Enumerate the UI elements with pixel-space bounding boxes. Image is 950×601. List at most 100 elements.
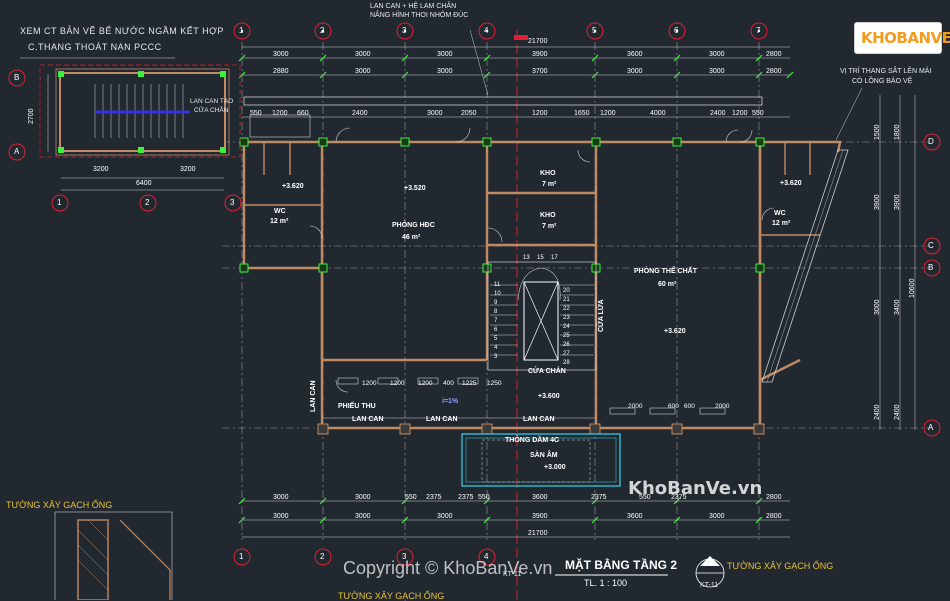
dim-bottom-row1: 3000 [355, 494, 371, 501]
mini-plan-outline [55, 68, 230, 156]
dimension-lines-bottom [242, 95, 916, 538]
room-phong-hdc: PHÒNG HĐC [392, 222, 435, 229]
dim-top-row3: 2400 [352, 110, 368, 117]
dim-top-row3: 2050 [461, 110, 477, 117]
stair-num-right: 21 [563, 297, 570, 303]
dim-top-row3: 3000 [427, 110, 443, 117]
axis-top-4: 4 [484, 26, 489, 35]
axis-top-3: 3 [402, 26, 407, 35]
dim-bottom-row2: 2800 [766, 513, 782, 520]
room-wc-right: WC [774, 210, 786, 217]
dim-right-outer: 3000 [874, 299, 881, 315]
stair-num-left: 10 [494, 291, 501, 297]
dim-bottom-row1: 2375 [426, 494, 442, 501]
axis-bottom-2: 2 [320, 552, 325, 561]
stair-void [523, 281, 559, 361]
stair-num-right: 27 [563, 351, 570, 357]
axis-top-7: 7 [756, 26, 761, 35]
stair-num-left: 11 [494, 282, 501, 288]
wall-detail-slope [119, 519, 171, 600]
dim-bottom-row2: 3000 [355, 513, 371, 520]
axis-top-6: 6 [674, 26, 679, 35]
stair-num-left: 8 [494, 309, 498, 315]
top-balcony-rail [243, 96, 763, 106]
balcony-cyan-inner [465, 437, 617, 483]
label-lan-can-1: LAN CAN [352, 416, 384, 423]
level-6: +3.620 [664, 328, 686, 335]
stair-landing-curve [517, 267, 561, 301]
level-4: +3.600 [538, 393, 560, 400]
mini-plan-frame [39, 64, 241, 158]
stair-num-top: 15 [537, 255, 544, 261]
room-kho-2: KHO [540, 212, 556, 219]
axis-bottom-3: 3 [402, 552, 407, 561]
axis-bubble-dots [240, 29, 761, 33]
dim-right-inner: 3900 [894, 194, 901, 210]
stair-num-left: 5 [494, 336, 498, 342]
label-lan-can-2: LAN CAN [426, 416, 458, 423]
dim-top-row3: 550 [752, 110, 764, 117]
axis-mini-A: A [14, 147, 20, 156]
wall-label-bottom: TƯỜNG XÂY GẠCH ỐNG [338, 591, 445, 601]
level-5: +3.000 [544, 464, 566, 471]
dim-bottom-row1: 2800 [766, 494, 782, 501]
room-cua-chan: CỬA CHẮN [528, 368, 566, 375]
stair-num-right: 23 [563, 315, 570, 321]
columns-bottom [317, 423, 765, 435]
dim-bottom-row2: 3900 [532, 513, 548, 520]
windows [249, 114, 726, 415]
balcony-slab [481, 439, 591, 483]
dim-bottom-row1: 3000 [273, 494, 289, 501]
dim-mini-total: 6400 [136, 180, 152, 187]
axis-mini-B: B [14, 73, 20, 82]
section-mark-number: 2 [707, 561, 711, 568]
level-2: +3.520 [404, 185, 426, 192]
dim-inner-h: 1200 [362, 380, 377, 387]
stair-num-left: 7 [494, 318, 498, 324]
dim-top-total: 21700 [528, 38, 548, 45]
dim-inner-h: 400 [443, 380, 454, 387]
axis-mini-bottom-3: 3 [230, 198, 235, 207]
axis-top-5: 5 [592, 26, 597, 35]
room-thong-dam: THÔNG DẦM 4C [505, 437, 560, 444]
wc-walls [244, 142, 820, 236]
dim-right-total: 10600 [909, 278, 916, 298]
dim-bottom-row1: 2375 [671, 494, 687, 501]
slanted-wall [761, 149, 849, 383]
watermark-copyright: Copyright © KhoBanVe.vn [343, 558, 553, 578]
top-red-tag [514, 35, 528, 40]
dim-inner-h: 1250 [487, 380, 502, 387]
room-phong-the-chat-area: 60 m² [658, 281, 677, 288]
stair-num-right: 24 [563, 324, 570, 330]
khobanve-logo: KHOBANVE [854, 22, 950, 54]
stair-num-right: 20 [563, 288, 570, 294]
dim-top-row3: 1200 [272, 110, 288, 117]
label-lan-can-3: LAN CAN [523, 416, 555, 423]
dim-top-row2: 3000 [709, 68, 725, 75]
section-mark-code: KT-11 [700, 582, 719, 589]
dim-bottom-row2: 3000 [273, 513, 289, 520]
dim-bottom-row1: 550 [478, 494, 490, 501]
dim-top-row1: 3600 [627, 51, 643, 58]
dim-bottom-row2: 3000 [709, 513, 725, 520]
dim-top-row2: 2880 [273, 68, 289, 75]
room-kho-1: KHO [540, 170, 556, 177]
wall-label-right: TƯỜNG XÂY GẠCH ỐNG [727, 561, 834, 571]
section-mark-arrow [700, 556, 720, 566]
stair-num-right: 25 [563, 333, 570, 339]
dimension-lines-top [242, 46, 790, 118]
axis-right-A: A [928, 423, 934, 432]
stair-treads [490, 284, 594, 356]
room-san-am: SÀN ÂM [530, 452, 558, 459]
dim-top-row2: 3700 [532, 68, 548, 75]
logo-text: KHOBANVE [861, 29, 950, 47]
room-kho-1-area: 7 m² [542, 181, 557, 188]
dim-mini-left: 2700 [28, 108, 35, 124]
dim-top-row1: 3000 [437, 51, 453, 58]
dim-right-inner: 2400 [894, 404, 901, 420]
dim-right-outer: 3900 [874, 194, 881, 210]
room-wc-left: WC [274, 208, 286, 215]
note-be-nuoc: XEM CT BẢN VẼ BỂ NƯỚC NGẦM KẾT HỢP [20, 26, 224, 36]
drawing-title: MẶT BẰNG TẦNG 2 [565, 558, 677, 572]
